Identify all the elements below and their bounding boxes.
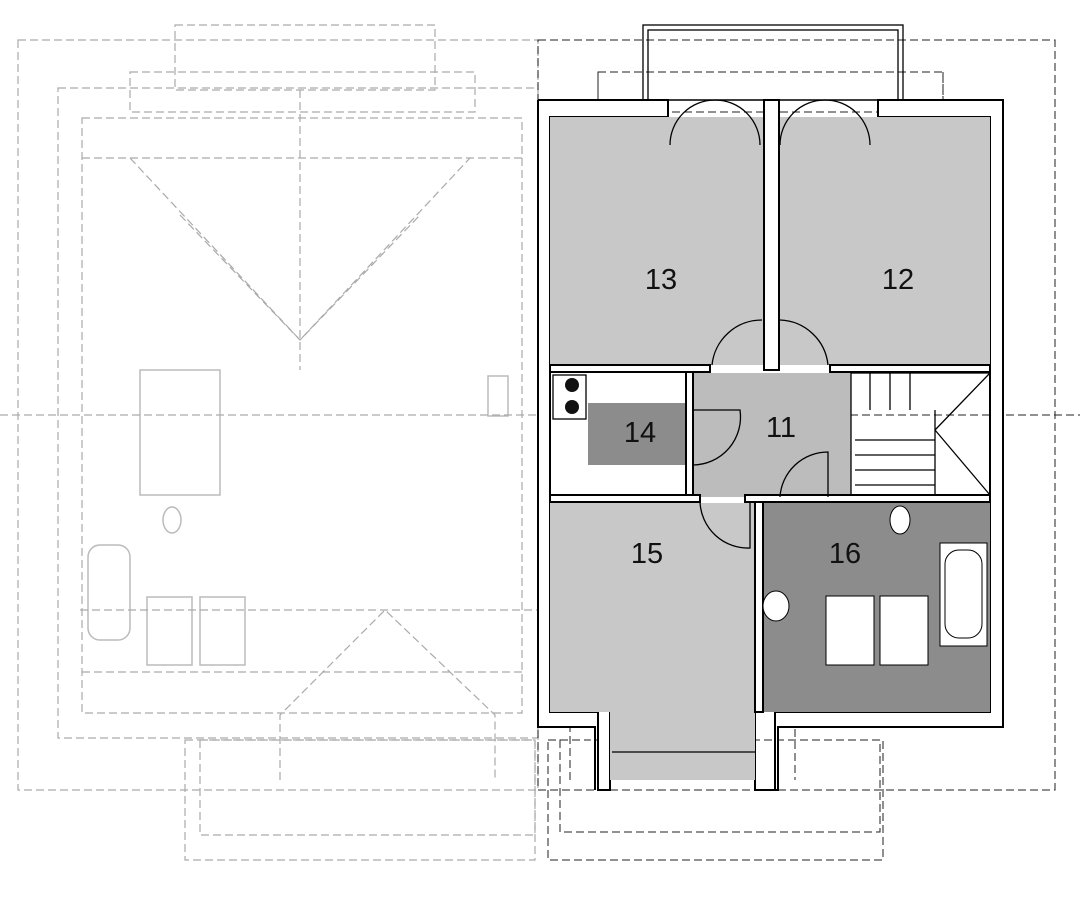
room-15-bay-fill — [610, 712, 755, 780]
interior-walls — [549, 99, 991, 753]
sink — [762, 590, 790, 622]
staircase[interactable] — [850, 372, 991, 496]
bathtub — [939, 542, 988, 647]
room-11-label: 11 — [766, 412, 796, 444]
vanity-right — [879, 595, 929, 666]
room-13-label: 13 — [645, 264, 677, 296]
ghost-mirror-plan — [0, 24, 539, 861]
doors — [669, 99, 871, 549]
room-15-label: 15 — [631, 538, 663, 570]
room-14-fill — [588, 403, 685, 465]
bathroom-fixtures — [762, 505, 988, 666]
room-11-fill — [693, 373, 851, 497]
room-16-label: 16 — [829, 538, 861, 570]
room-12-label: 12 — [882, 264, 914, 296]
room-15-fill — [550, 503, 755, 712]
vanity-left — [825, 595, 875, 666]
room-13-fill — [550, 117, 764, 365]
room-12-fill — [779, 117, 990, 365]
room-14-label: 14 — [624, 417, 656, 449]
toilet — [889, 505, 911, 535]
